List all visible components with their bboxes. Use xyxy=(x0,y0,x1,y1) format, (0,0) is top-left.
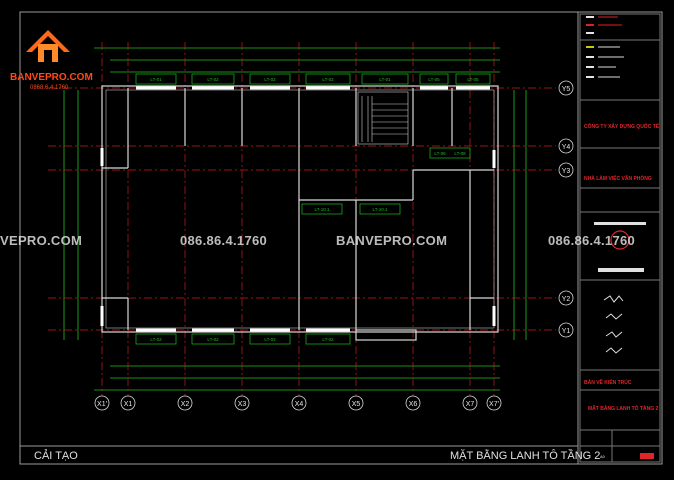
watermark-text: BANVEPRO.COM xyxy=(336,233,448,248)
axis-label-x7: X7 xyxy=(466,401,475,408)
axis-label-x1p: X1' xyxy=(97,401,107,408)
lintel-label: LT-10.1 xyxy=(373,207,388,212)
axis-label-x1: X1 xyxy=(124,401,133,408)
lintel-label: LT-02 xyxy=(322,77,334,82)
title-block-project: NHÀ LÀM VIỆC VĂN PHÒNG xyxy=(584,176,652,182)
lintel-labels: LT-01 LT-02 LT-02 LT-02 LT-01 LT-05 LT-0… xyxy=(150,77,479,342)
lintel-label: LT-08 xyxy=(454,151,466,156)
drawing-caption-right: MẶT BẰNG LANH TÔ TẦNG 2 xyxy=(450,450,601,462)
watermark-text: 086.86.4.1760 xyxy=(180,233,268,248)
axis-label-x7p: X7' xyxy=(489,401,499,408)
grid-lines xyxy=(48,42,556,396)
building-walls xyxy=(101,85,499,341)
axis-label-y2: Y2 xyxy=(562,296,571,303)
title-block-sheet-no: A0 xyxy=(600,454,605,459)
dimension-lines xyxy=(63,47,527,391)
lintel-label: LT-05 xyxy=(428,77,440,82)
title-block-sheet-title: MẶT BẰNG LANH TÔ TẦNG 2 xyxy=(588,406,659,412)
lintel-label: LT-02 xyxy=(264,337,276,342)
lintel-label: LT-01 xyxy=(379,77,391,82)
drawing-caption-left: CẢI TẠO xyxy=(34,450,78,462)
axis-label-y1: Y1 xyxy=(562,328,571,335)
axis-label-y5: Y5 xyxy=(562,86,571,93)
lintel-openings xyxy=(100,86,496,332)
watermark-text: 086.86.4.1760 xyxy=(548,233,636,248)
lintel-label: LT-01 xyxy=(150,77,162,82)
lintel-label: LT-05 xyxy=(467,77,479,82)
lintel-label: LT-02 xyxy=(322,337,334,342)
axis-label-y3: Y3 xyxy=(562,168,571,175)
axis-label-x4: X4 xyxy=(295,401,304,408)
watermark-text: VEPRO.COM xyxy=(0,233,83,248)
title-block-company: CÔNG TY XÂY DỰNG QUỐC TẾ xyxy=(584,124,660,130)
title-block xyxy=(579,13,661,463)
staircase xyxy=(357,91,409,145)
lintel-label: LT-02 xyxy=(207,77,219,82)
axis-label-x5: X5 xyxy=(352,401,361,408)
axis-label-x6: X6 xyxy=(409,401,418,408)
lintel-label: LT-02 xyxy=(207,337,219,342)
axis-label-x3: X3 xyxy=(238,401,247,408)
axis-labels: X1' X1 X2 X3 X4 X5 X6 X7 X7' Y5 Y4 Y3 Y2… xyxy=(97,86,570,408)
lintel-label: LT-06 xyxy=(434,151,446,156)
axis-label-x2: X2 xyxy=(181,401,190,408)
lintel-label: LT-02 xyxy=(150,337,162,342)
axis-label-y4: Y4 xyxy=(562,144,571,151)
logo-brand-text: BANVEPRO.COM xyxy=(10,72,93,83)
lintel-label: LT-02 xyxy=(264,77,276,82)
lintel-tags xyxy=(135,73,491,345)
lintel-label: LT-10.1 xyxy=(315,207,330,212)
sheet-border xyxy=(19,11,663,465)
axis-bubbles xyxy=(94,80,574,411)
logo-mark xyxy=(26,30,70,62)
logo-phone-text: 0868.6.4.1760 xyxy=(30,85,69,91)
title-block-stage: BẢN VẼ KIẾN TRÚC xyxy=(584,380,632,386)
